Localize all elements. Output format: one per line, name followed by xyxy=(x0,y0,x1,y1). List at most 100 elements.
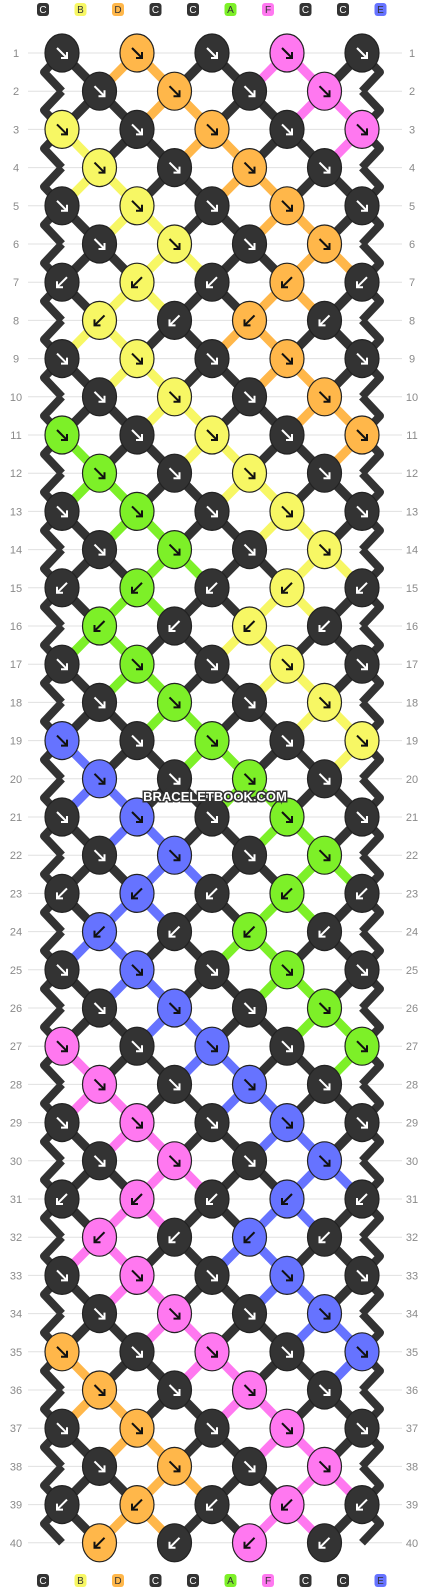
knot-arrow-icon xyxy=(318,1002,331,1014)
knot-arrow-icon xyxy=(356,505,368,518)
knot-arrow-head-icon xyxy=(243,319,251,327)
knot-arrow-icon xyxy=(281,658,293,670)
knot-arrow-icon xyxy=(356,429,368,441)
knot-arrow-head-icon xyxy=(361,1121,368,1129)
row-label-right: 30 xyxy=(406,1156,418,1168)
knot-arrow-head-icon xyxy=(173,395,181,403)
knot xyxy=(269,873,305,914)
knot-arrow-head-icon xyxy=(323,243,331,250)
row-label-left: 17 xyxy=(10,659,22,671)
knot-arrow-head-icon xyxy=(61,1427,68,1435)
knot-arrow-head-icon xyxy=(136,204,143,212)
knot xyxy=(81,148,118,188)
knot xyxy=(156,1446,193,1487)
strand-label-bottom-chip xyxy=(262,1574,274,1587)
knot-arrow-head-icon xyxy=(131,281,138,289)
knot-arrow-head-icon xyxy=(93,1541,101,1549)
knot-arrow-head-icon xyxy=(56,281,63,289)
row-label-left: 16 xyxy=(10,621,22,633)
knot-arrow-icon xyxy=(356,352,368,365)
knot-arrow-icon xyxy=(131,1346,143,1358)
knot-arrow-head-icon xyxy=(248,701,256,709)
row-label-right: 4 xyxy=(409,163,415,175)
knot xyxy=(269,644,305,684)
knot-arrow-head-icon xyxy=(248,243,256,250)
knot-arrow-head-icon xyxy=(136,816,143,823)
knot-arrow-icon xyxy=(356,276,368,288)
knot-arrow-head-icon xyxy=(323,90,331,98)
knot xyxy=(231,148,268,188)
knot-arrow-icon xyxy=(131,276,143,288)
knot xyxy=(44,1408,80,1448)
knot-arrow-icon xyxy=(93,161,106,174)
knot xyxy=(119,491,155,531)
row-label-left: 9 xyxy=(13,354,19,366)
knot-arrow-icon xyxy=(281,276,293,288)
strand-label-bottom: C xyxy=(302,1576,309,1587)
knot xyxy=(81,1446,118,1487)
knot-arrow-icon xyxy=(93,1307,106,1320)
knot-arrow-head-icon xyxy=(356,1503,363,1511)
row-label-left: 14 xyxy=(10,545,22,557)
knot xyxy=(156,911,193,952)
row-label-left: 35 xyxy=(10,1347,22,1359)
row-label-right: 3 xyxy=(409,124,415,136)
knot xyxy=(194,797,230,837)
knot xyxy=(119,1102,155,1143)
knot-arrow-icon xyxy=(318,849,331,861)
knot-arrow-head-icon xyxy=(168,625,176,632)
knot-arrow-icon xyxy=(281,123,293,136)
knot xyxy=(81,606,118,646)
knot-arrow-head-icon xyxy=(173,243,181,250)
knot-arrow-icon xyxy=(56,276,68,288)
row-label-right: 23 xyxy=(406,888,418,900)
knot-arrow-icon xyxy=(206,505,218,518)
knot xyxy=(119,1255,155,1296)
knot-arrow-icon xyxy=(168,161,181,174)
knot xyxy=(269,950,305,990)
knot-arrow-head-icon xyxy=(248,1007,256,1014)
knot-arrow-head-icon xyxy=(173,1389,181,1396)
knot xyxy=(119,1179,155,1219)
knot xyxy=(156,835,193,875)
row-label-right: 14 xyxy=(406,545,418,557)
knot-arrow-icon xyxy=(356,734,368,747)
knot xyxy=(344,644,380,684)
knot-arrow-head-icon xyxy=(61,128,68,136)
knot xyxy=(306,606,343,646)
knot-arrow-icon xyxy=(356,887,368,900)
knot-arrow-head-icon xyxy=(136,52,143,59)
knot xyxy=(156,759,193,799)
knot-arrow-icon xyxy=(206,1193,218,1205)
knot-arrow-icon xyxy=(131,658,143,670)
knot xyxy=(81,1523,118,1563)
knot-arrow-icon xyxy=(243,161,256,174)
knot-arrow-icon xyxy=(243,85,256,97)
knot-arrow-head-icon xyxy=(61,510,68,518)
knot xyxy=(344,950,380,990)
knot-arrow-head-icon xyxy=(361,1350,368,1358)
knot-arrow-icon xyxy=(93,1231,106,1243)
knot-arrow-icon xyxy=(56,123,68,136)
knot-arrow-head-icon xyxy=(323,854,331,862)
knot xyxy=(269,1179,305,1219)
knot xyxy=(194,568,230,608)
knot-arrow-head-icon xyxy=(323,1465,331,1473)
knot-arrow-icon xyxy=(206,1040,218,1052)
knot-arrow-icon xyxy=(93,1155,106,1167)
knot-arrow-head-icon xyxy=(361,1427,368,1435)
knot-arrow-head-icon xyxy=(98,395,106,403)
knot xyxy=(194,1026,230,1066)
knot-arrow-icon xyxy=(206,1269,218,1282)
knot-arrow-head-icon xyxy=(356,586,363,594)
knot-arrow-icon xyxy=(206,200,218,212)
knot xyxy=(81,453,118,493)
knot-arrow-head-icon xyxy=(248,1465,256,1473)
knot-arrow-icon xyxy=(356,582,368,594)
row-label-left: 7 xyxy=(13,277,19,289)
knot xyxy=(231,300,268,340)
row-label-left: 4 xyxy=(13,163,19,175)
knot-arrow-icon xyxy=(56,1346,68,1358)
knot xyxy=(194,339,230,379)
knot-arrow-head-icon xyxy=(248,854,256,862)
